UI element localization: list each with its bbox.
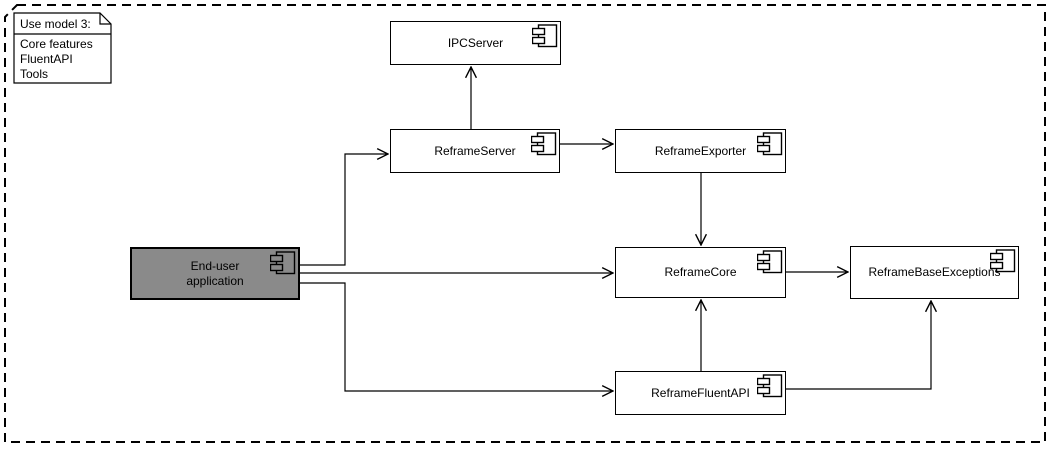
note-line: Core features <box>20 37 93 51</box>
uml-component-icon <box>757 374 783 398</box>
note-folded-corner-icon <box>99 13 111 25</box>
component-ipcserver[interactable]: IPCServer <box>390 21 561 65</box>
uml-component-icon <box>757 132 783 156</box>
connector-reframefluentapi-to-reframebaseexceptions <box>786 301 931 390</box>
component-reframebaseexceptions[interactable]: ReframeBaseExceptions <box>850 246 1019 299</box>
component-label: ReframeCore <box>664 265 737 279</box>
uml-component-icon <box>270 251 296 275</box>
note-title: Use model 3: <box>20 17 91 31</box>
component-label: ReframeBaseExceptions <box>868 265 1001 279</box>
connector-enduser-to-reframefluentapi <box>300 282 613 391</box>
component-label-line: End-user <box>190 258 240 273</box>
component-reframefluentapi[interactable]: ReframeFluentAPI <box>615 371 786 415</box>
component-label: ReframeExporter <box>654 143 747 158</box>
uml-component-icon <box>532 24 558 48</box>
component-label: ReframeServer <box>434 143 516 158</box>
note-use-model[interactable]: Use model 3: Core features FluentAPI Too… <box>14 13 111 83</box>
uml-component-icon <box>757 250 783 274</box>
note-line: Tools <box>20 67 49 81</box>
component-label: End-user application <box>186 259 243 289</box>
component-label: IPCServer <box>447 35 504 50</box>
component-reframeserver[interactable]: ReframeServer <box>390 129 560 173</box>
component-label: ReframeFluentAPI <box>651 385 750 400</box>
note-line: FluentAPI <box>20 52 73 66</box>
note-body: Core features FluentAPI Tools <box>14 34 111 82</box>
diagram-boundary-dashed-frame <box>4 4 1046 443</box>
component-reframecore[interactable]: ReframeCore <box>615 247 786 298</box>
connector-enduser-to-reframeserver <box>300 154 388 266</box>
component-label-line: application <box>186 273 244 288</box>
component-enduser-application[interactable]: End-user application <box>130 247 300 300</box>
uml-component-icon <box>531 132 557 156</box>
note-outline <box>13 12 112 84</box>
component-reframeexporter[interactable]: ReframeExporter <box>615 129 786 173</box>
uml-component-icon <box>990 249 1016 273</box>
